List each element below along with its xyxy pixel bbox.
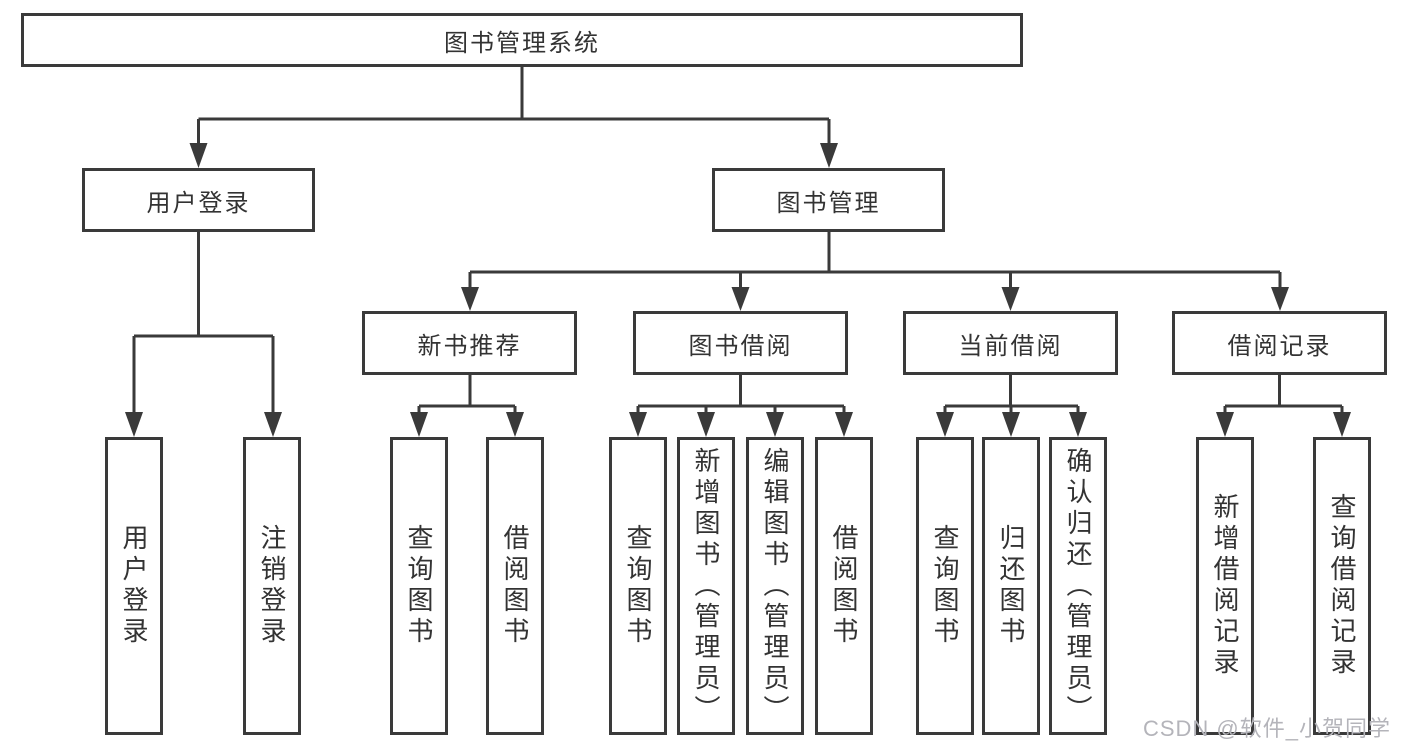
node-leaf-logout: 注销登录: [243, 437, 301, 735]
leaf-label: 编辑图书（管理员）: [760, 446, 790, 726]
node-leaf-edit-books-admin: 编辑图书（管理员）: [746, 437, 804, 735]
leaf-label: 借阅图书: [500, 524, 530, 648]
node-leaf-return-books: 归还图书: [982, 437, 1040, 735]
node-leaf-query-books-1: 查询图书: [390, 437, 448, 735]
node-leaf-confirm-return-admin: 确认归还（管理员）: [1049, 437, 1107, 735]
node-leaf-borrow-books-1: 借阅图书: [486, 437, 544, 735]
node-borrow-record: 借阅记录: [1172, 311, 1387, 375]
node-book-management: 图书管理: [712, 168, 945, 232]
leaf-label: 借阅图书: [829, 524, 859, 648]
node-leaf-borrow-books-2: 借阅图书: [815, 437, 873, 735]
leaf-label: 新增图书（管理员）: [691, 446, 721, 726]
leaf-label: 新增借阅记录: [1210, 493, 1240, 679]
node-leaf-user-login: 用户登录: [105, 437, 163, 735]
leaf-label: 查询图书: [404, 524, 434, 648]
node-new-book-recommend: 新书推荐: [362, 311, 577, 375]
leaf-label: 查询图书: [623, 524, 653, 648]
node-leaf-add-books-admin: 新增图书（管理员）: [677, 437, 735, 735]
node-leaf-add-borrow-record: 新增借阅记录: [1196, 437, 1254, 735]
node-book-borrow: 图书借阅: [633, 311, 848, 375]
node-leaf-query-books-3: 查询图书: [916, 437, 974, 735]
leaf-label: 用户登录: [119, 524, 149, 648]
csdn-watermark: CSDN @软件_小贺同学: [1142, 716, 1391, 741]
leaf-label: 查询图书: [930, 524, 960, 648]
leaf-label: 确认归还（管理员）: [1063, 446, 1093, 726]
node-library-management-system: 图书管理系统: [21, 13, 1023, 67]
leaf-label: 归还图书: [996, 524, 1026, 648]
node-leaf-query-books-2: 查询图书: [609, 437, 667, 735]
node-current-borrow: 当前借阅: [903, 311, 1118, 375]
leaf-label: 查询借阅记录: [1327, 493, 1357, 679]
node-leaf-query-borrow-record: 查询借阅记录: [1313, 437, 1371, 735]
leaf-label: 注销登录: [257, 524, 287, 648]
node-user-login: 用户登录: [82, 168, 315, 232]
